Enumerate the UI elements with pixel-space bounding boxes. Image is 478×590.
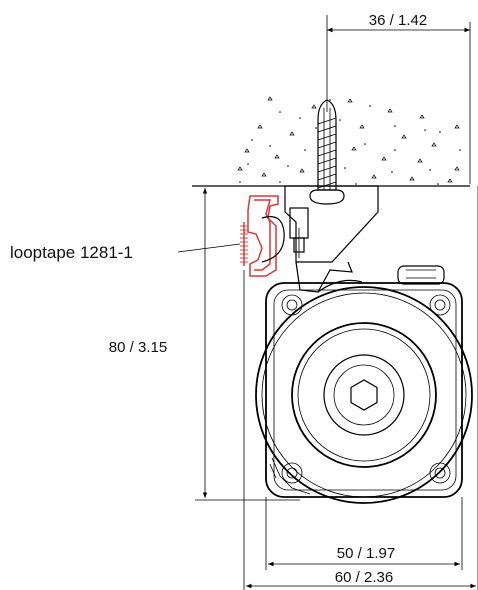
looptape-label: looptape 1281-1 [10, 243, 133, 262]
top-offset-dimension: 36 / 1.42 [369, 12, 427, 29]
mounting-bracket [284, 185, 379, 293]
outer-width-dimension: 60 / 2.36 [335, 569, 393, 586]
height-dimension: 80 / 3.15 [109, 339, 167, 356]
screw-anchor [309, 99, 345, 205]
inner-width-dimension: 50 / 1.97 [337, 545, 395, 562]
motor-housing [255, 265, 473, 504]
looptape-profile [240, 195, 285, 277]
ceiling-concrete [192, 96, 470, 187]
concrete-hatch [237, 96, 460, 183]
dimension-lines [177, 15, 478, 590]
concrete-dots [239, 99, 461, 185]
